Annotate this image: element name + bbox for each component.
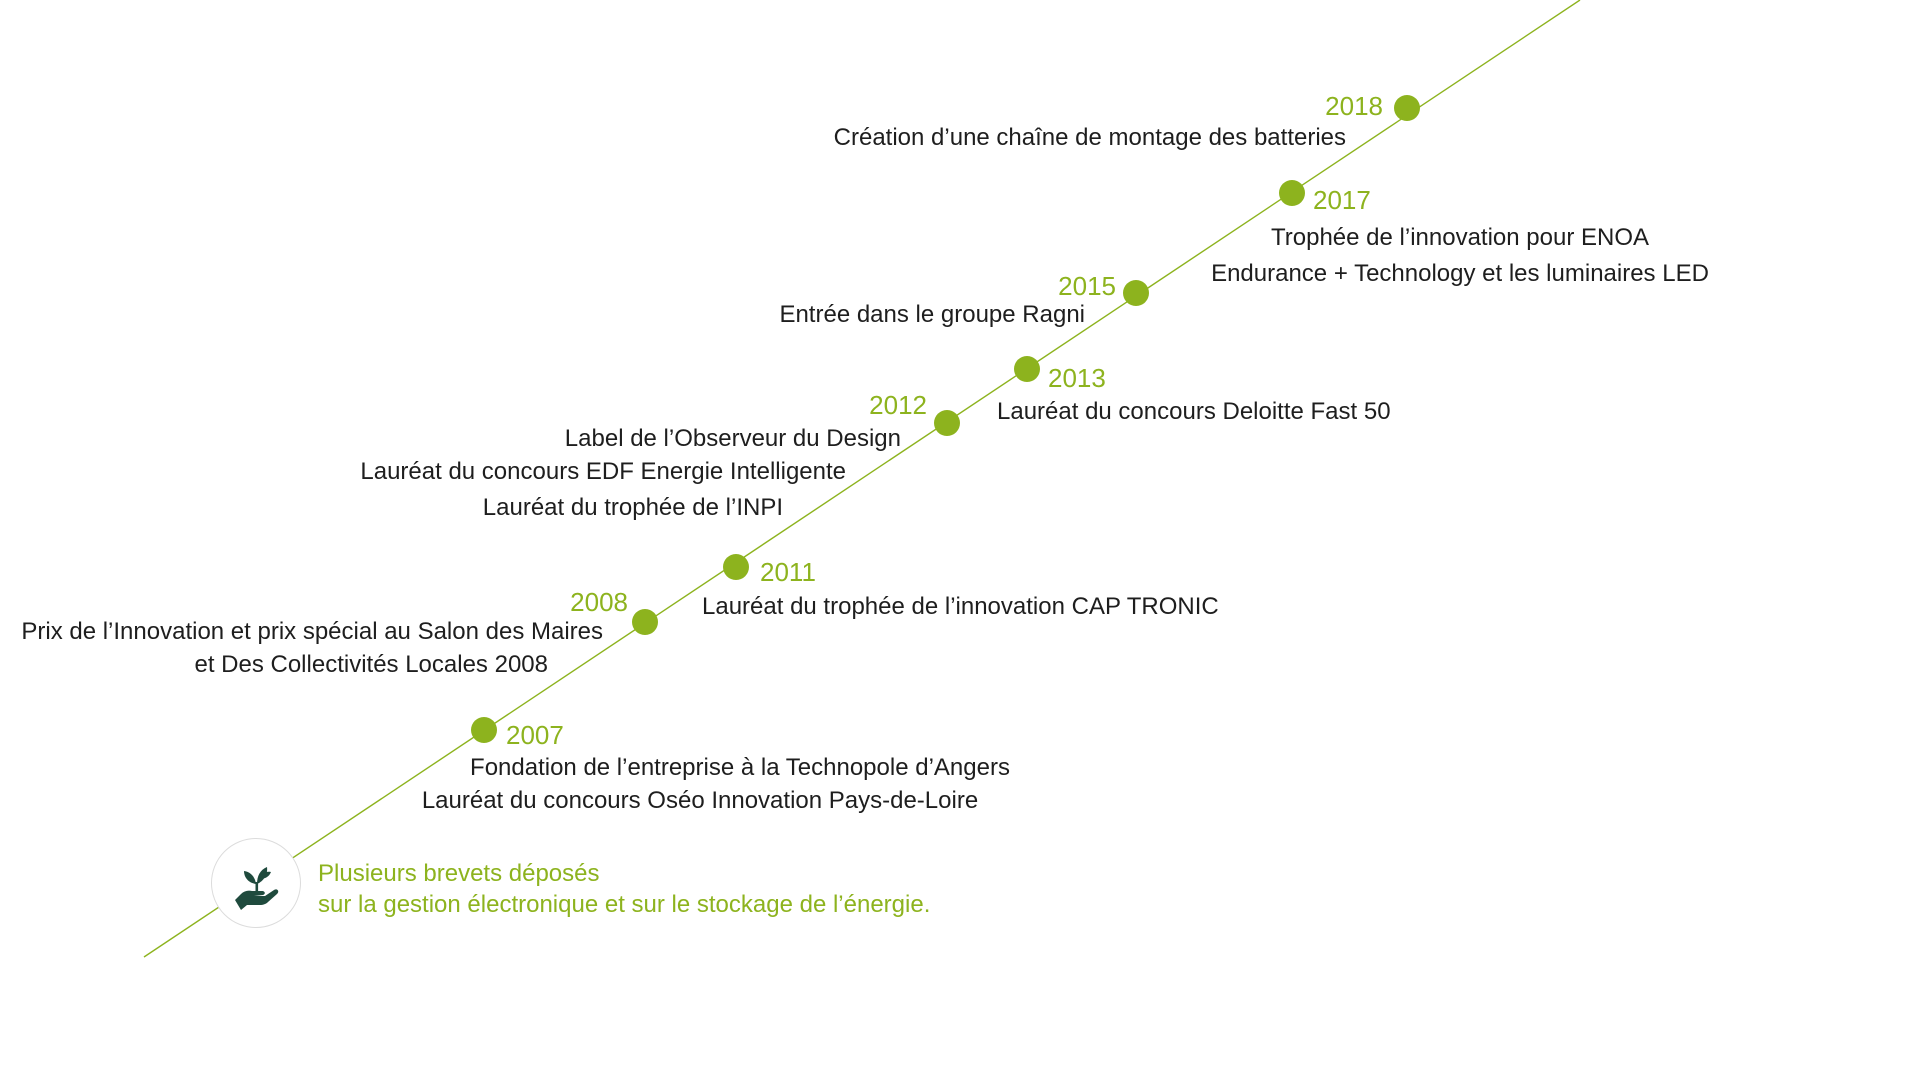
milestone-2012-line-3: Lauréat du trophée de l’INPI bbox=[482, 494, 783, 521]
intro-icon-badge bbox=[211, 838, 301, 928]
milestone-year-2013: 2013 bbox=[1048, 363, 1106, 393]
milestone-dot-2012 bbox=[934, 410, 960, 436]
milestone-dot-2013 bbox=[1014, 356, 1040, 382]
milestone-2008-line-1: Prix de l’Innovation et prix spécial au … bbox=[21, 618, 603, 645]
milestone-year-2015: 2015 bbox=[1058, 271, 1116, 301]
milestone-dot-2017 bbox=[1279, 180, 1305, 206]
milestone-2015-line-1: Entrée dans le groupe Ragni bbox=[779, 301, 1085, 328]
milestone-year-2018: 2018 bbox=[1325, 91, 1383, 121]
milestone-2011-line-1: Lauréat du trophée de l’innovation CAP T… bbox=[702, 593, 1219, 620]
milestone-2008-line-2: et Des Collectivités Locales 2008 bbox=[194, 651, 548, 678]
milestone-year-2012: 2012 bbox=[869, 390, 927, 420]
milestone-2012-line-2: Lauréat du concours EDF Energie Intellig… bbox=[360, 458, 846, 485]
milestone-2017-line-2: Endurance + Technology et les luminaires… bbox=[1211, 260, 1709, 287]
milestone-year-2011: 2011 bbox=[760, 557, 816, 587]
timeline-axis-line bbox=[143, 0, 1581, 958]
milestone-dot-2018 bbox=[1394, 95, 1420, 121]
milestone-dot-2015 bbox=[1123, 280, 1149, 306]
milestone-2018-line-1: Création d’une chaîne de montage des bat… bbox=[833, 124, 1346, 151]
milestone-dot-2011 bbox=[723, 554, 749, 580]
milestone-2007-line-2: Lauréat du concours Oséo Innovation Pays… bbox=[421, 787, 979, 814]
milestone-2013-line-1: Lauréat du concours Deloitte Fast 50 bbox=[997, 398, 1391, 425]
milestone-2012-line-1: Label de l’Observeur du Design bbox=[564, 425, 901, 452]
milestone-2007-line-1: Fondation de l’entreprise à la Technopol… bbox=[470, 754, 1010, 781]
milestone-year-2008: 2008 bbox=[570, 587, 628, 617]
milestone-year-2017: 2017 bbox=[1313, 185, 1371, 215]
milestone-dot-2008 bbox=[632, 609, 658, 635]
milestone-2017-line-1: Trophée de l’innovation pour ENOA bbox=[1271, 224, 1649, 251]
intro-text-line-2: sur la gestion électronique et sur le st… bbox=[318, 891, 931, 918]
milestone-dot-2007 bbox=[471, 717, 497, 743]
intro-text-line-1: Plusieurs brevets déposés bbox=[318, 860, 600, 887]
milestone-year-2007: 2007 bbox=[506, 720, 564, 750]
hand-holding-plant-icon bbox=[235, 867, 279, 910]
